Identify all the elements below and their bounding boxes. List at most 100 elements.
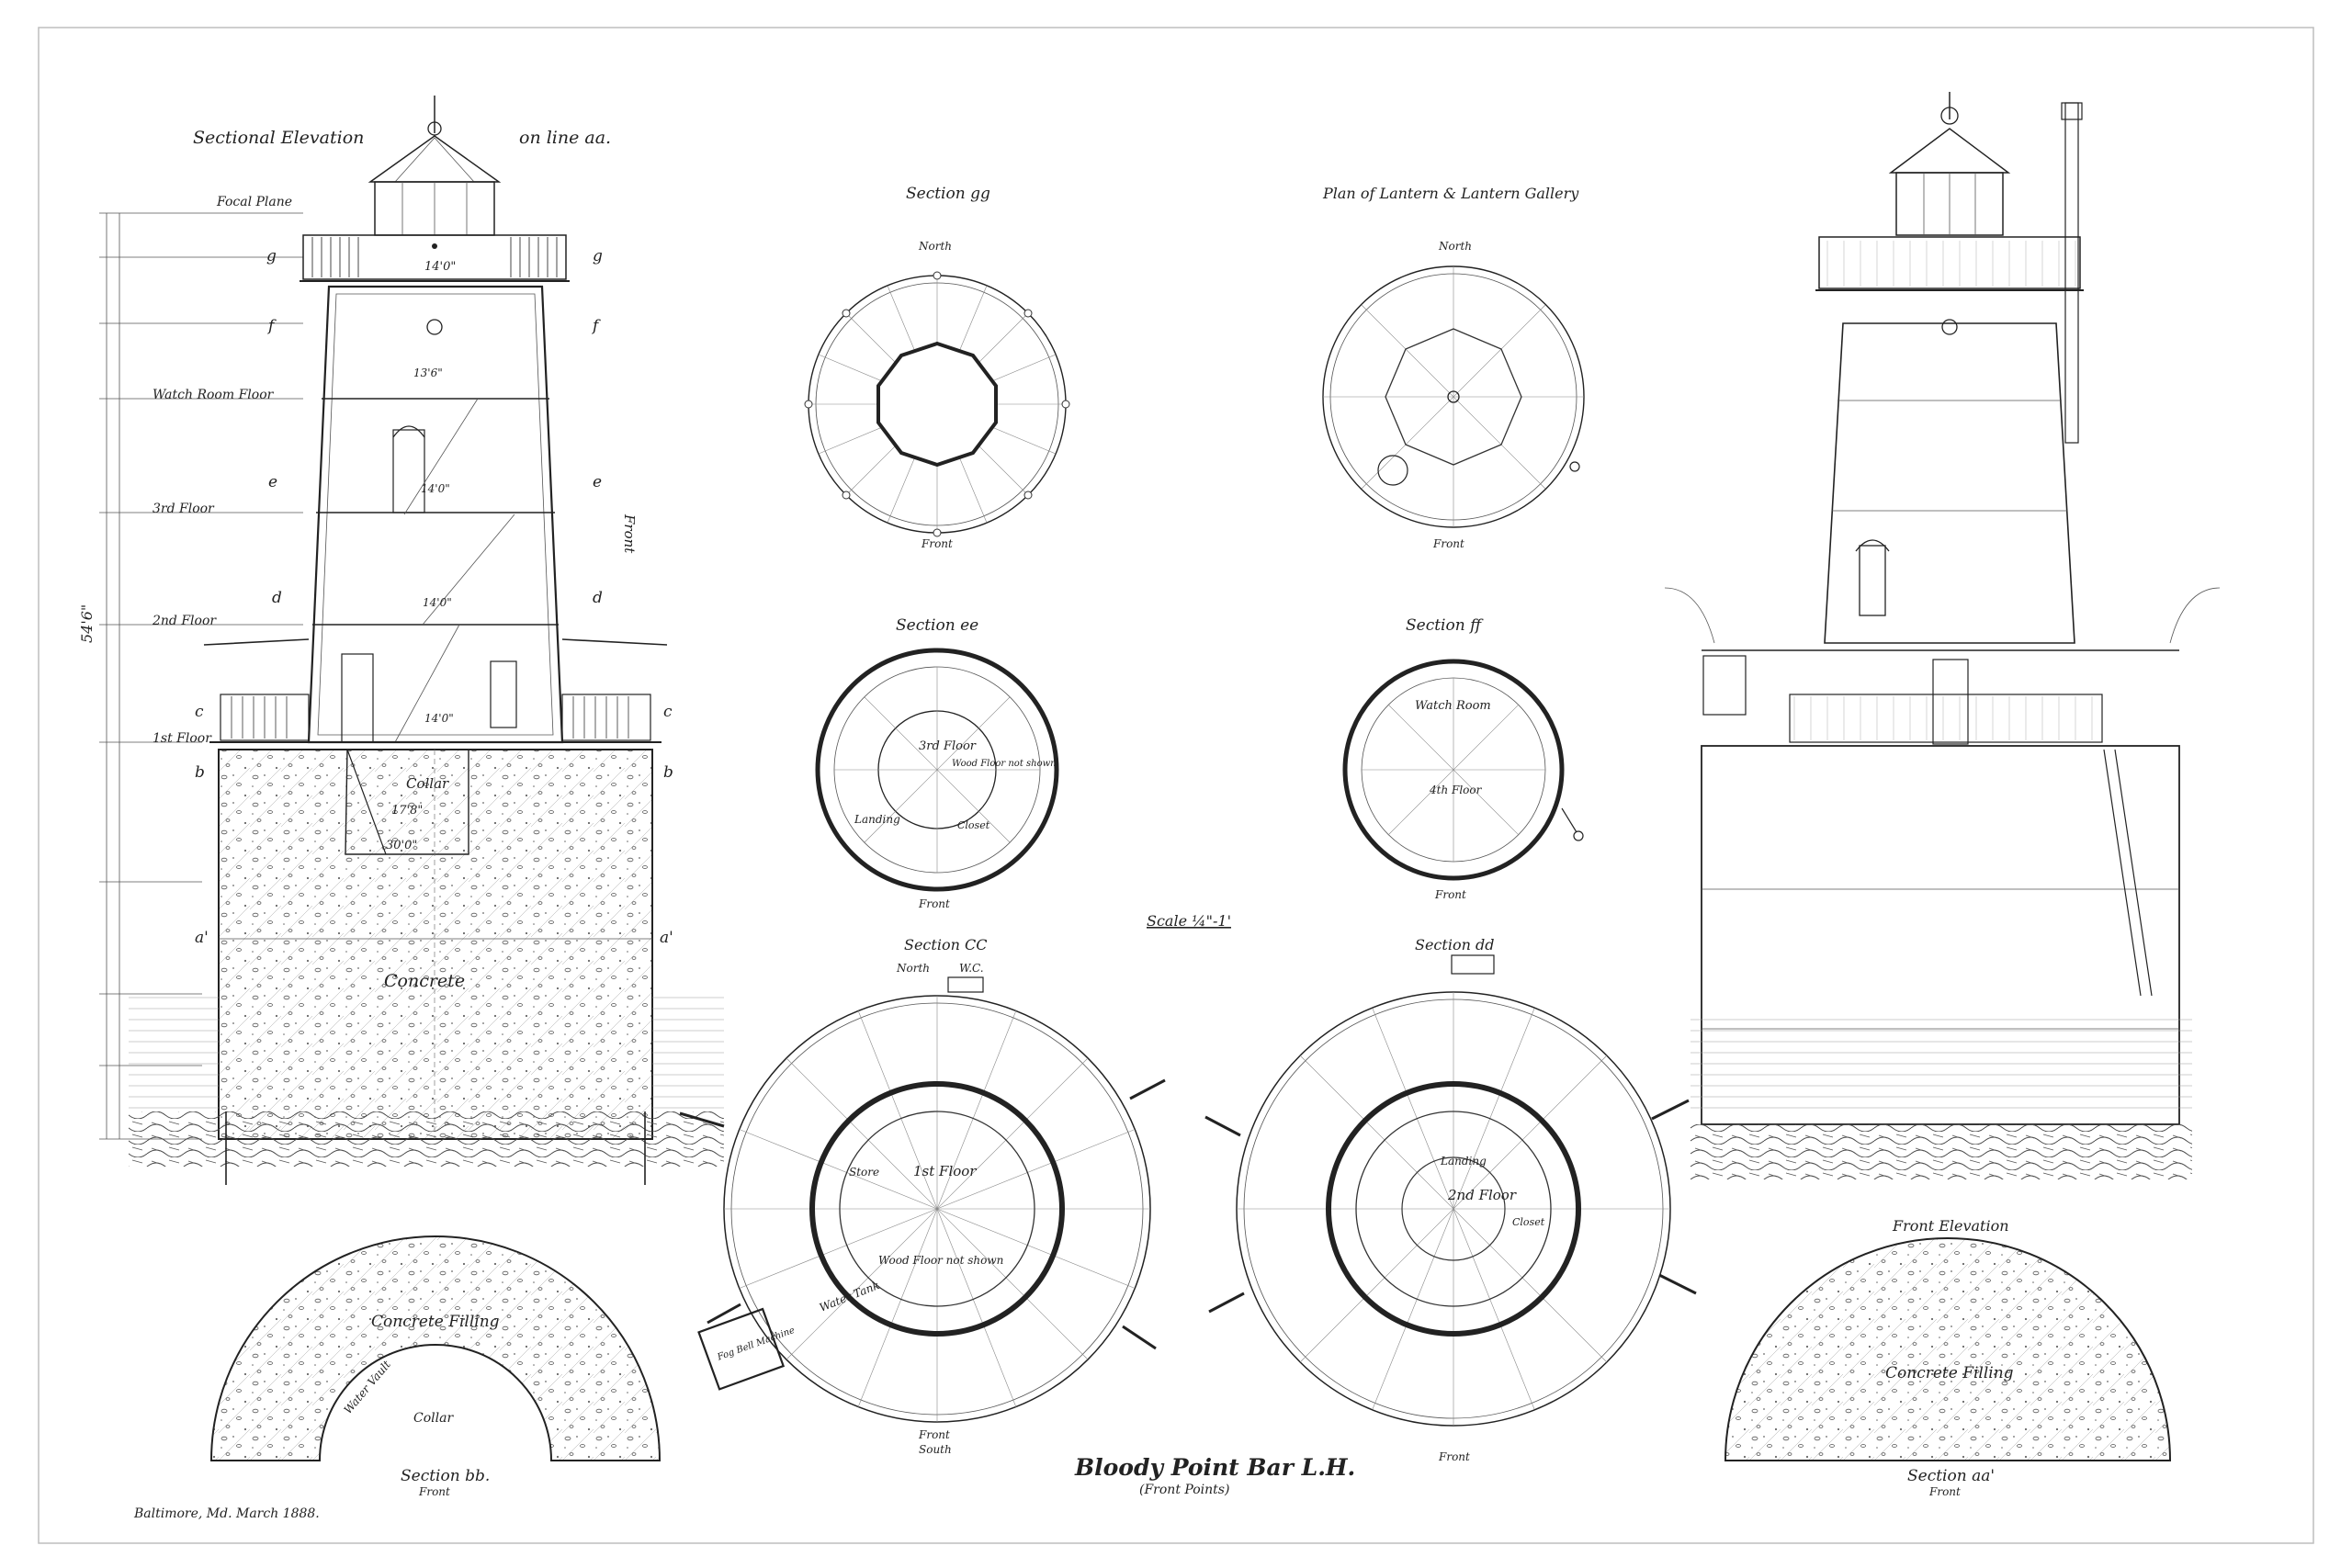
section-bb-view: Concrete Filling Water Vault Collar Sect… — [209, 1235, 662, 1498]
section-aa-concrete-filling — [1724, 1237, 2172, 1461]
section-ee-landing: Landing — [854, 813, 900, 826]
section-gg-view: Section gg North Front — [804, 185, 1070, 550]
section-cc-tower-wall — [809, 1081, 1065, 1337]
sectional-elevation-title-right: on line aa. — [519, 128, 611, 148]
first-floor-label: 1st Floor — [153, 731, 212, 746]
section-ee-view: Section ee 3rd Floor Landing Closet Wood… — [815, 616, 1059, 910]
section-cc-wc: W.C. — [959, 962, 984, 975]
section-gg-north: North — [918, 240, 952, 253]
section-cc-front: Front — [918, 1428, 950, 1441]
section-gg-lantern — [876, 341, 998, 468]
section-aa-front: Front — [1928, 1485, 1961, 1498]
lantern-vent — [1377, 455, 1408, 486]
section-bb-concrete-filling-label: Concrete Filling — [371, 1313, 500, 1331]
section-letter-b: b — [195, 763, 205, 782]
concrete-label: Concrete — [384, 971, 465, 991]
front-elevation-title: Front Elevation — [1892, 1217, 2009, 1235]
section-bb-front: Front — [418, 1485, 450, 1498]
section-letter-g: g — [266, 247, 277, 265]
section-dd-closet: Closet — [1512, 1216, 1545, 1228]
fog-bell-house — [697, 1307, 786, 1391]
plan-lantern-octagon — [1385, 328, 1522, 466]
gallery-railing-left — [220, 694, 310, 741]
sectional-elevation-title: Sectional Elevation — [193, 128, 364, 148]
section-ff-view: Section ff Watch Room 4th Floor Front — [1342, 616, 1584, 901]
front-tower-body — [1824, 322, 2075, 644]
front-window — [1859, 545, 1886, 616]
svg-text:13'6": 13'6" — [413, 367, 443, 379]
front-water — [1690, 1010, 2192, 1111]
section-dd-landing: Landing — [1440, 1155, 1487, 1168]
sectional-elevation-view: Sectional Elevation on line aa. 54'6" Fo… — [78, 96, 724, 1185]
drawing-subtitle: (Front Points) — [1139, 1483, 1229, 1497]
section-cc-wood-floor: Wood Floor not shown — [878, 1254, 1003, 1267]
section-dd-view: Section dd Landing 2nd Floor Closet Fron… — [1204, 936, 1697, 1463]
lantern-dimension: 14'0" — [424, 260, 456, 274]
caisson-collar-void — [345, 749, 469, 855]
mud-bed — [129, 1111, 724, 1167]
section-bb-concrete-filling — [209, 1235, 662, 1461]
section-aa-title: Section aa' — [1907, 1467, 1995, 1485]
third-floor-window — [392, 429, 425, 513]
section-ee-closet: Closet — [957, 819, 990, 831]
svg-text:14'0": 14'0" — [424, 712, 454, 725]
third-floor-label: 3rd Floor — [153, 502, 215, 516]
section-cc-store: Store — [849, 1166, 879, 1179]
svg-text:14'0": 14'0" — [423, 596, 452, 609]
section-cc-south: South — [919, 1443, 952, 1456]
section-cc-water-tank: Water Tank — [818, 1279, 881, 1314]
front-label-vertical: Front — [621, 513, 638, 554]
section-letter-f-right: f — [591, 317, 601, 335]
ladder — [346, 749, 387, 855]
water-left — [129, 992, 219, 1111]
overall-height-label: 54'6" — [78, 604, 96, 643]
section-bb-title: Section bb. — [401, 1467, 490, 1485]
section-letter-d: d — [272, 589, 282, 607]
svg-text:30'0": 30'0" — [386, 839, 417, 852]
section-letter-a-right: a' — [660, 929, 673, 947]
front-ladder — [2103, 749, 2153, 997]
section-ff-wall — [1342, 659, 1565, 881]
scale-label: Scale ¼"-1' — [1147, 912, 1231, 930]
plan-lantern-title: Plan of Lantern & Lantern Gallery — [1322, 185, 1579, 202]
plan-lantern-view: Plan of Lantern & Lantern Gallery North … — [1322, 185, 1585, 550]
section-dd-stairwell — [1401, 1156, 1506, 1261]
section-ff-front: Front — [1434, 888, 1466, 901]
section-dd-tower-wall — [1326, 1081, 1581, 1337]
tower-section — [307, 285, 564, 744]
section-letter-e-right: e — [593, 473, 602, 491]
section-letter-e: e — [268, 473, 277, 491]
sheet-border — [38, 27, 2314, 1544]
front-door — [1932, 659, 1969, 745]
section-ee-wall — [815, 648, 1059, 892]
plan-lantern-front: Front — [1432, 537, 1464, 550]
caisson-concrete — [218, 749, 653, 1140]
second-floor-label: 2nd Floor — [152, 614, 217, 628]
water-right — [652, 992, 724, 1111]
front-lamp-brackets — [1664, 587, 2221, 644]
section-cc-floor: 1st Floor — [913, 1163, 977, 1179]
section-letter-f: f — [266, 317, 277, 335]
place-and-date: Baltimore, Md. March 1888. — [133, 1506, 320, 1521]
section-letter-d-right: d — [593, 589, 603, 607]
section-aa-view: Concrete Filling Section aa' Front — [1724, 1237, 2172, 1498]
section-ee-front: Front — [918, 897, 950, 910]
section-ee-wood-floor: Wood Floor not shown — [952, 759, 1057, 769]
front-porthole — [1941, 319, 1958, 335]
lantern-gallery-railing — [302, 234, 567, 280]
front-side-house — [1702, 655, 1747, 716]
plan-lantern-north: North — [1438, 240, 1472, 253]
section-letter-a: a' — [195, 929, 209, 947]
section-dd-floor: 2nd Floor — [1447, 1187, 1517, 1203]
section-ee-title: Section ee — [896, 616, 978, 635]
drawing-title: Bloody Point Bar L.H. — [1074, 1454, 1355, 1481]
entrance-door — [341, 653, 374, 743]
front-lower-railing — [1789, 694, 2103, 743]
svg-text:14'0": 14'0" — [421, 482, 450, 495]
section-cc-north: North — [896, 962, 930, 975]
section-ee-floor: 3rd Floor — [919, 739, 977, 753]
stairs — [394, 398, 515, 743]
section-cc-title: Section CC — [904, 936, 987, 953]
gallery-railing-right — [561, 694, 651, 741]
front-lantern-roof — [1888, 128, 2011, 174]
